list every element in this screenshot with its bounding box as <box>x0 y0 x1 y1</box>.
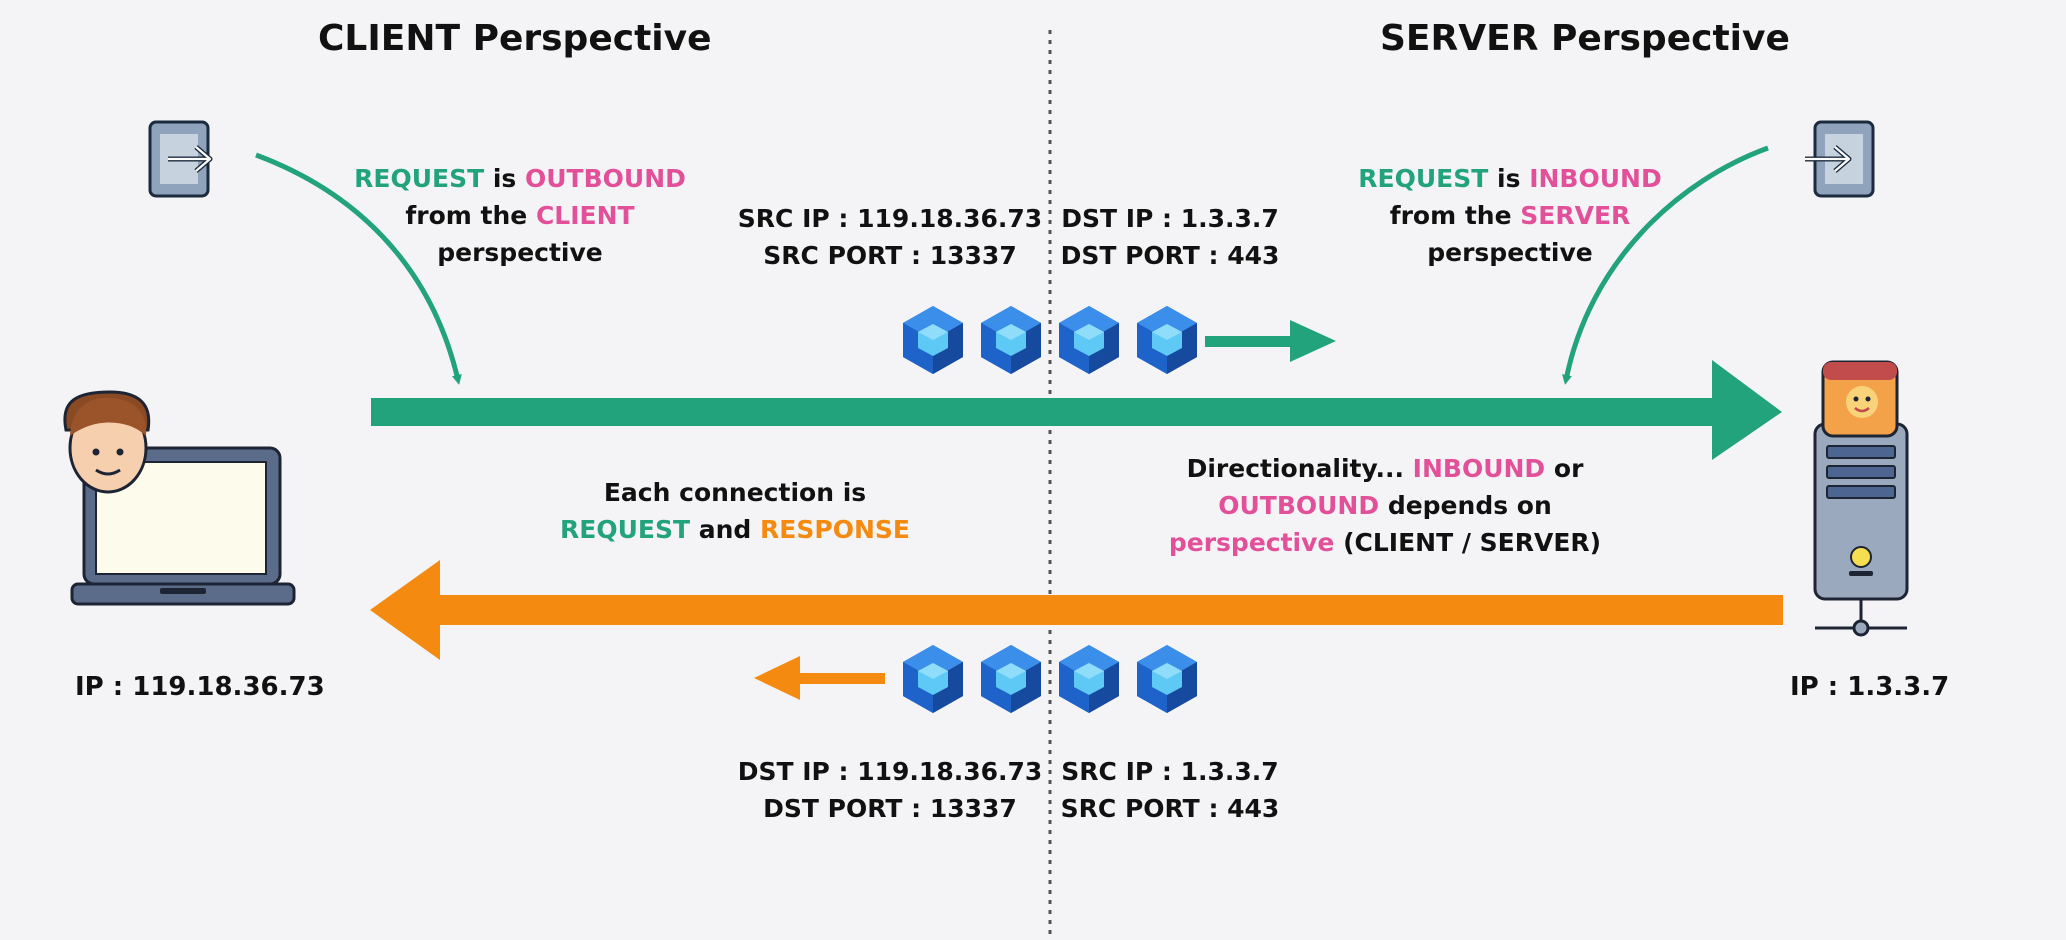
client-note-request: REQUEST <box>354 164 485 193</box>
connection-note-response: RESPONSE <box>760 515 910 544</box>
client-note: REQUEST is OUTBOUND from the CLIENT pers… <box>310 160 730 271</box>
packet-cube-icon <box>1137 306 1197 374</box>
packet-cube-icon <box>1059 645 1119 713</box>
server-note: REQUEST is INBOUND from the SERVER persp… <box>1300 160 1720 271</box>
direction-note-client-server: (CLIENT / SERVER) <box>1334 528 1602 557</box>
server-note-inbound: INBOUND <box>1529 164 1662 193</box>
packet-cube-icon <box>903 645 963 713</box>
packet-cube-icon <box>1059 306 1119 374</box>
direction-note-directionality: Directionality... <box>1186 454 1413 483</box>
client-ip: IP : 119.18.36.73 <box>75 672 325 702</box>
server-title: SERVER Perspective <box>1380 18 1790 59</box>
server-note-server: SERVER <box>1520 201 1631 230</box>
connection-note-line1: Each connection is <box>603 478 867 507</box>
server-curve-arrow <box>1562 145 1769 385</box>
user-avatar <box>63 390 151 494</box>
response-arrow <box>370 560 1783 660</box>
login-icon <box>148 120 213 198</box>
client-title: CLIENT Perspective <box>318 18 712 59</box>
response-direction-arrow <box>754 656 885 700</box>
client-note-client: CLIENT <box>535 201 635 230</box>
server-note-perspective: perspective <box>1427 238 1593 267</box>
login-icon <box>1805 120 1875 198</box>
connection-note-request: REQUEST <box>560 515 691 544</box>
request-dst-port: DST PORT : 443 <box>1060 241 1280 270</box>
server-icon <box>1813 422 1909 637</box>
connection-note-and: and <box>690 515 761 544</box>
packet-cube-icon <box>903 306 963 374</box>
response-dst-info: DST IP : 119.18.36.73 DST PORT : 13337 <box>720 753 1060 827</box>
response-src-info: SRC IP : 1.3.3.7 SRC PORT : 443 <box>1050 753 1290 827</box>
request-src-info: SRC IP : 119.18.36.73 SRC PORT : 13337 <box>720 200 1060 274</box>
direction-note-depends: depends on <box>1379 491 1552 520</box>
server-note-from: from the <box>1389 201 1521 230</box>
connection-note: Each connection is REQUEST and RESPONSE <box>530 474 940 548</box>
request-arrow <box>371 360 1782 460</box>
server-ip: IP : 1.3.3.7 <box>1790 672 1950 702</box>
request-direction-arrow <box>1205 320 1336 362</box>
packet-cube-icon <box>981 306 1041 374</box>
request-dst-ip: DST IP : 1.3.3.7 <box>1061 204 1279 233</box>
packet-cube-icon <box>1137 645 1197 713</box>
response-dst-ip: DST IP : 119.18.36.73 <box>737 757 1043 786</box>
client-note-from: from the <box>405 201 536 230</box>
client-note-outbound: OUTBOUND <box>525 164 686 193</box>
direction-note-inbound: INBOUND <box>1412 454 1546 483</box>
response-dst-port: DST PORT : 13337 <box>763 794 1017 823</box>
response-src-ip: SRC IP : 1.3.3.7 <box>1061 757 1279 786</box>
client-curve-arrow <box>255 152 462 385</box>
direction-note: Directionality... INBOUND or OUTBOUND de… <box>1160 450 1610 561</box>
direction-note-or: or <box>1545 454 1584 483</box>
request-src-ip: SRC IP : 119.18.36.73 <box>737 204 1043 233</box>
request-src-port: SRC PORT : 13337 <box>763 241 1017 270</box>
server-note-is: is <box>1488 164 1530 193</box>
client-note-is: is <box>484 164 525 193</box>
server-note-request: REQUEST <box>1358 164 1489 193</box>
response-src-port: SRC PORT : 443 <box>1060 794 1280 823</box>
client-note-perspective: perspective <box>437 238 603 267</box>
request-dst-info: DST IP : 1.3.3.7 DST PORT : 443 <box>1050 200 1290 274</box>
packet-cube-icon <box>981 645 1041 713</box>
app-badge-icon <box>1821 360 1899 438</box>
direction-note-outbound: OUTBOUND <box>1218 491 1380 520</box>
direction-note-perspective: perspective <box>1168 528 1335 557</box>
